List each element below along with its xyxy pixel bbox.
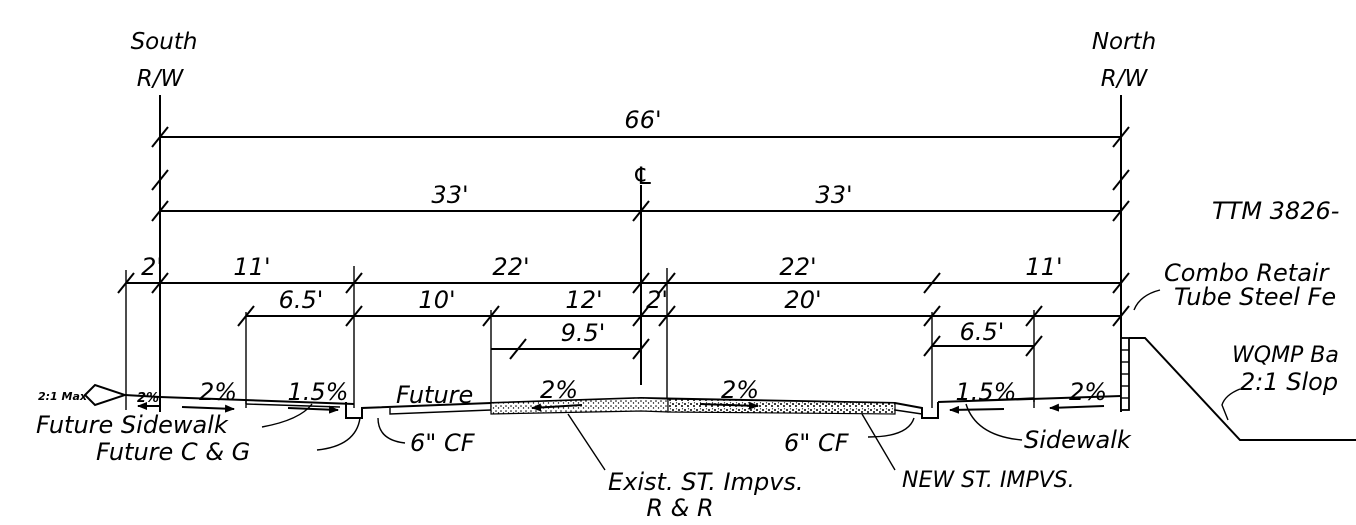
dim-2-center: 2' <box>646 286 668 314</box>
slope-2-center-right: 2% <box>721 376 759 404</box>
slope-2-center-left: 2% <box>540 376 578 404</box>
tube-steel-label: Tube Steel Fe <box>1174 283 1336 311</box>
dim-6-5-left: 6.5' <box>279 286 324 314</box>
future-sidewalk-label: Future Sidewalk <box>36 411 229 439</box>
wqmp-label: WQMP Ba <box>1232 343 1339 368</box>
cf-left-label: 6" CF <box>410 429 476 457</box>
dim-half-left-33: 33' <box>431 181 468 209</box>
dim-22-left: 22' <box>492 253 529 281</box>
slope-1-5-right: 1.5% <box>956 378 1017 406</box>
right-sidewalk-dimension <box>923 335 1043 357</box>
dim-20: 20' <box>784 286 821 314</box>
dim-11-left: 11' <box>233 253 270 281</box>
dimension-ticks <box>117 126 1130 360</box>
slope-1-5-left: 1.5% <box>288 378 349 406</box>
new-pavement <box>667 398 896 415</box>
dimension-lines <box>126 136 1121 350</box>
slope-2-small: 2% <box>137 391 159 406</box>
existing-impvs-label: Exist. ST. Impvs. <box>608 468 804 496</box>
dim-11-right: 11' <box>1025 253 1062 281</box>
combo-wall-label: Combo Retair <box>1164 259 1331 287</box>
slope-arrows <box>137 401 1105 414</box>
south-rw-label: R/W <box>137 66 185 92</box>
new-impvs-label: NEW ST. IMPVS. <box>902 468 1075 493</box>
north-rw-label: R/W <box>1101 66 1149 92</box>
future-cg-label: Future C & G <box>96 438 250 466</box>
max-slope-label: 2:1 Max <box>38 390 88 403</box>
leader-lines <box>261 289 1241 471</box>
dim-9-5: 9.5' <box>561 319 606 347</box>
dim-10: 10' <box>418 286 455 314</box>
cf-right-label: 6" CF <box>784 429 850 457</box>
north-label: North <box>1092 29 1156 55</box>
extension-lines <box>125 95 1122 412</box>
existing-rr-label: R & R <box>646 494 713 522</box>
dim-6-5-right: 6.5' <box>960 318 1005 346</box>
tract-label: TTM 3826- <box>1212 197 1339 225</box>
dim-12: 12' <box>565 286 602 314</box>
dim-total-66: 66' <box>624 106 661 134</box>
slope-2-left: 2% <box>199 378 237 406</box>
dim-half-right-33: 33' <box>815 181 852 209</box>
slope-2-right: 2% <box>1069 378 1107 406</box>
south-label: South <box>131 29 198 55</box>
dim-2-left: 2' <box>141 253 163 281</box>
future-label: Future <box>396 381 473 409</box>
dim-22-right: 22' <box>779 253 816 281</box>
sidewalk-label: Sidewalk <box>1024 426 1132 454</box>
slope-note-label: 2:1 Slop <box>1240 368 1338 396</box>
centerline-symbol: ℄ <box>632 162 654 190</box>
